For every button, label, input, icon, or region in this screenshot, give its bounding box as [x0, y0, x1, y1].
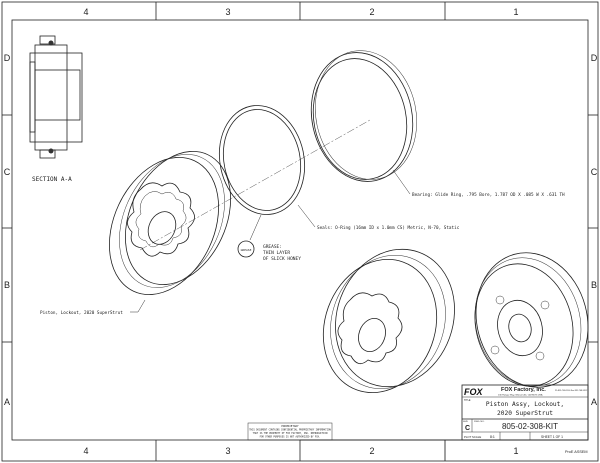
- svg-text:PLOT SCALE: PLOT SCALE: [464, 435, 481, 439]
- svg-text:THAT IS THE PROPERTY OF FOX FA: THAT IS THE PROPERTY OF FOX FACTORY, INC…: [253, 432, 328, 435]
- zone-row-d-right: D: [591, 53, 598, 63]
- company-phone: Ph 831-768-1100 Fax 831-768-9312: [555, 390, 588, 392]
- piston-exploded: [109, 150, 232, 313]
- grease-symbol: GREASE: [237, 240, 255, 258]
- zone-row-a-right: A: [591, 397, 597, 407]
- section-label: SECTION A-A: [32, 176, 72, 183]
- plot-scale: 8:1: [490, 435, 495, 439]
- svg-text:THIS DOCUMENT CONTAINS CONFIDE: THIS DOCUMENT CONTAINS CONFIDENTIAL PROP…: [249, 429, 331, 432]
- software-label: ProE ASSEM: [565, 450, 588, 454]
- svg-text:DWG. NO.: DWG. NO.: [474, 421, 485, 423]
- zone-row-a: A: [4, 397, 10, 407]
- callout-bearing: Bearing: Glide Ring, .795 Bore, 1.787 OD…: [412, 192, 565, 198]
- sheet-size: C: [465, 425, 470, 432]
- zone-row-c-right: C: [591, 167, 598, 177]
- drawing-title-line2: 2020 SuperStrut: [497, 410, 553, 417]
- callout-piston: Piston, Lockout, 2020 SuperStrut: [40, 310, 123, 316]
- zone-row-b: B: [4, 280, 10, 290]
- callout-seals: Seals: O-Ring (16mm ID x 1.0mm CS) Metri…: [317, 225, 460, 231]
- svg-text:GREASE: GREASE: [241, 248, 252, 252]
- section-view-a-a: SECTION A-A: [29, 35, 83, 183]
- company-address: 130 Hangar Way, Watsonville, CA 95076 US…: [498, 394, 543, 397]
- company-name: FOX Factory, Inc.: [501, 387, 546, 393]
- piston-assembled-front: [322, 248, 455, 394]
- svg-text:FOR OTHER PURPOSES IS NOT AUTH: FOR OTHER PURPOSES IS NOT AUTHORIZED BY …: [260, 436, 321, 439]
- drawing-number: 805-02-308-KIT: [502, 422, 558, 431]
- zone-col-3-bottom: 3: [225, 446, 230, 456]
- zone-col-4: 4: [83, 7, 88, 17]
- o-ring-seal: [218, 105, 306, 215]
- zone-row-b-right: B: [591, 280, 597, 290]
- grease-line3: OF SLICK HONEY: [263, 256, 301, 262]
- proprietary-note: PROPRIETARY THIS DOCUMENT CONTAINS CONFI…: [247, 422, 333, 441]
- svg-text:PROPRIETARY: PROPRIETARY: [281, 424, 299, 428]
- title-block: FOX FOX Factory, Inc. 130 Hangar Way, Wa…: [300, 384, 589, 461]
- piston-assembled-back: [474, 252, 589, 388]
- grease-line1: GREASE:: [263, 244, 282, 250]
- svg-text:SIZE: SIZE: [463, 421, 468, 423]
- grease-line2: THIN LAYER: [263, 250, 290, 256]
- zone-row-c: C: [4, 167, 11, 177]
- zone-row-d: D: [4, 53, 11, 63]
- inner-border: [11, 19, 589, 441]
- zone-col-2: 2: [369, 7, 374, 17]
- fox-logo: FOX: [464, 387, 483, 397]
- zone-col-3: 3: [225, 7, 230, 17]
- center-axis: [139, 119, 371, 251]
- sheet-number: SHEET 1 OF 1: [541, 435, 563, 439]
- zone-col-4-bottom: 4: [83, 446, 88, 456]
- zone-col-1-bottom: 1: [513, 446, 518, 456]
- zone-col-1: 1: [513, 7, 518, 17]
- svg-text:TITLE: TITLE: [464, 399, 471, 402]
- zone-col-2-bottom: 2: [369, 446, 374, 456]
- bearing-glide-ring: [310, 50, 417, 182]
- drawing-title-line1: Piston Assy, Lockout,: [486, 401, 564, 408]
